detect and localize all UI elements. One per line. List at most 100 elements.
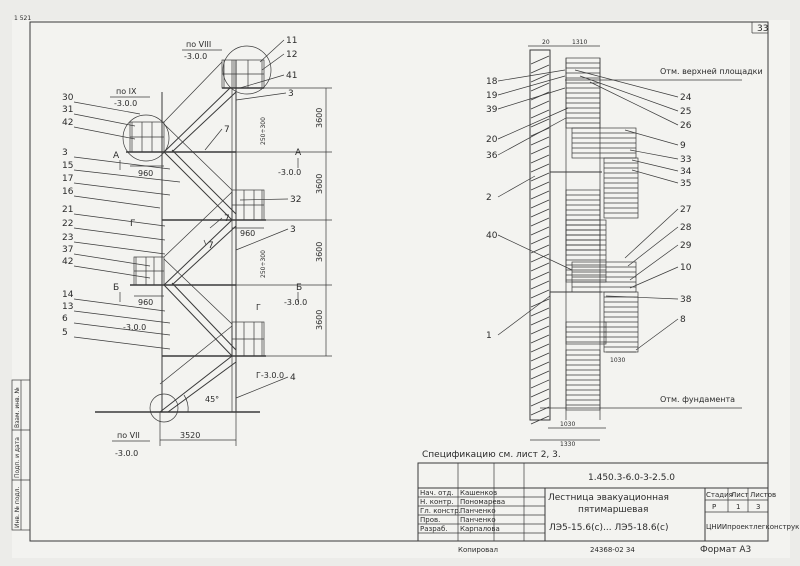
svg-text:-3.0.0: -3.0.0 [115, 449, 138, 458]
svg-text:Б: Б [296, 283, 302, 293]
callout-number: 20 [486, 135, 498, 145]
format-label: Формат А3 [700, 545, 751, 555]
callout-number: 14 [62, 290, 74, 300]
dimension-label: 1030 [610, 357, 625, 364]
callout-number: 39 [486, 105, 498, 115]
dimension-label: 3520 [180, 431, 200, 440]
level-marker-top: по VIII -3.0.0 [182, 40, 222, 61]
wall-section: 20 1310 1330 1030 1030 Отм. верхней площ… [486, 39, 763, 448]
svg-text:по VIII: по VIII [186, 40, 211, 49]
dimension-label: 960 [240, 229, 255, 238]
tb-role: Пров. [420, 516, 440, 524]
callout-number: 7 [224, 214, 230, 224]
svg-text:-3.0.0: -3.0.0 [123, 323, 146, 332]
level-marker-bottom: по VII -3.0.0 [112, 431, 150, 458]
callout-number: 1 [486, 331, 492, 341]
dimension-label: 960 [138, 298, 153, 307]
svg-text:А: А [295, 148, 302, 158]
callout-number: 15 [62, 161, 73, 171]
svg-text:Г-3.0.0: Г-3.0.0 [256, 371, 284, 380]
callout-number: 9 [680, 141, 686, 151]
callout-number: 22 [62, 219, 73, 229]
level-bottom-label: Отм. фундамента [660, 395, 735, 404]
tb-name: Кашенков [460, 489, 497, 497]
svg-text:-3.0.0: -3.0.0 [184, 52, 207, 61]
svg-text:А: А [113, 151, 120, 161]
callout-number: 5 [62, 328, 68, 338]
callout-number: 8 [680, 315, 686, 325]
callout-number: 41 [286, 71, 297, 81]
dimension-label: 3600 [315, 174, 324, 194]
callout-number: 21 [62, 205, 73, 215]
callout-number: 32 [290, 195, 301, 205]
tb-role: Н. контр. [420, 498, 454, 506]
callout-number: 40 [486, 231, 498, 241]
callout-number: 6 [62, 314, 68, 324]
callout-number: 35 [680, 179, 691, 189]
sheets-value: 3 [756, 503, 760, 511]
title-block: 1.450.3-6.0-3-2.5.0 Нач. отд. Кашенков Н. … [417, 462, 800, 555]
callout-number: 36 [486, 151, 498, 161]
tb-role: Гл. констр. [420, 507, 461, 515]
callout-number: 7 [208, 241, 214, 251]
callout-number: 2 [486, 193, 492, 203]
callout-number: 16 [62, 187, 74, 197]
dimension-label: 3600 [315, 242, 324, 262]
organization: ЦНИИпроектлегконструкция [706, 523, 800, 531]
svg-text:Г: Г [256, 303, 261, 312]
document-code: 1.450.3-6.0-3-2.5.0 [588, 473, 675, 483]
svg-text:-3.0.0: -3.0.0 [114, 99, 137, 108]
callout-number: 10 [680, 263, 692, 273]
tb-name: Карпалова [460, 525, 500, 533]
order-number: 24368-02 34 [590, 546, 635, 554]
angle-label: 45° [205, 395, 219, 404]
side-strip-label: Инв. № подл. [14, 487, 21, 528]
callout-number: 13 [62, 302, 73, 312]
dimension-label: 1310 [572, 39, 587, 46]
callout-number: 3 [288, 89, 294, 99]
svg-text:-3.0.0: -3.0.0 [284, 298, 307, 307]
dimension-label: 3600 [315, 108, 324, 128]
tb-name: Пономарева [460, 498, 505, 506]
callout-number: 31 [62, 105, 73, 115]
dimension-label: 3600 [315, 310, 324, 330]
side-strip-label: Взам. инв. № [14, 387, 21, 428]
svg-text:-3.0.0: -3.0.0 [278, 168, 301, 177]
svg-text:Б: Б [113, 283, 119, 293]
title-line-2: пятимаршевая [578, 505, 648, 515]
dimension-label: 1030 [560, 421, 575, 428]
tb-name: Панченко [460, 516, 496, 524]
callout-number: 42 [62, 257, 73, 267]
sheet-value: 1 [736, 503, 740, 511]
svg-text:по IX: по IX [116, 87, 137, 96]
side-strip: Взам. инв. № Подп. и дата Инв. № подл. [11, 379, 31, 531]
sheet-header: Лист [731, 491, 749, 499]
callout-number: 17 [62, 174, 73, 184]
tb-role: Разраб. [420, 525, 448, 533]
dimension-label: 960 [138, 169, 153, 178]
callout-number: 26 [680, 121, 692, 131]
svg-text:по VII: по VII [117, 431, 140, 440]
drawing-frame [29, 21, 769, 542]
side-strip-label: Подп. и дата [14, 437, 21, 478]
stage-header: Стадия [706, 491, 733, 499]
callout-number: 12 [286, 50, 297, 60]
paper-sheet [12, 20, 790, 558]
callout-number: 34 [680, 167, 692, 177]
stage-value: Р [712, 503, 716, 511]
tb-name: Панченко [460, 507, 496, 515]
title-line-3: ЛЭ5-15.6(с)... ЛЭ5-18.6(с) [549, 523, 669, 533]
callout-number: 19 [486, 91, 498, 101]
stair-elevation: 45° 3520 960 960 960 3600 3600 3600 3600… [62, 36, 332, 458]
callout-number: 33 [680, 155, 691, 165]
spec-note: Спецификацию см. лист 2, 3. [422, 450, 561, 460]
callout-number: 23 [62, 233, 73, 243]
copied-label: Копировал [458, 546, 498, 554]
callout-number: 30 [62, 93, 74, 103]
callout-number: 24 [680, 93, 692, 103]
callout-number: 38 [680, 295, 692, 305]
tb-role: Нач. отд. [420, 489, 454, 497]
level-top-label: Отм. верхней площадки [660, 67, 763, 76]
corner-mark: 1 521 [14, 15, 31, 22]
